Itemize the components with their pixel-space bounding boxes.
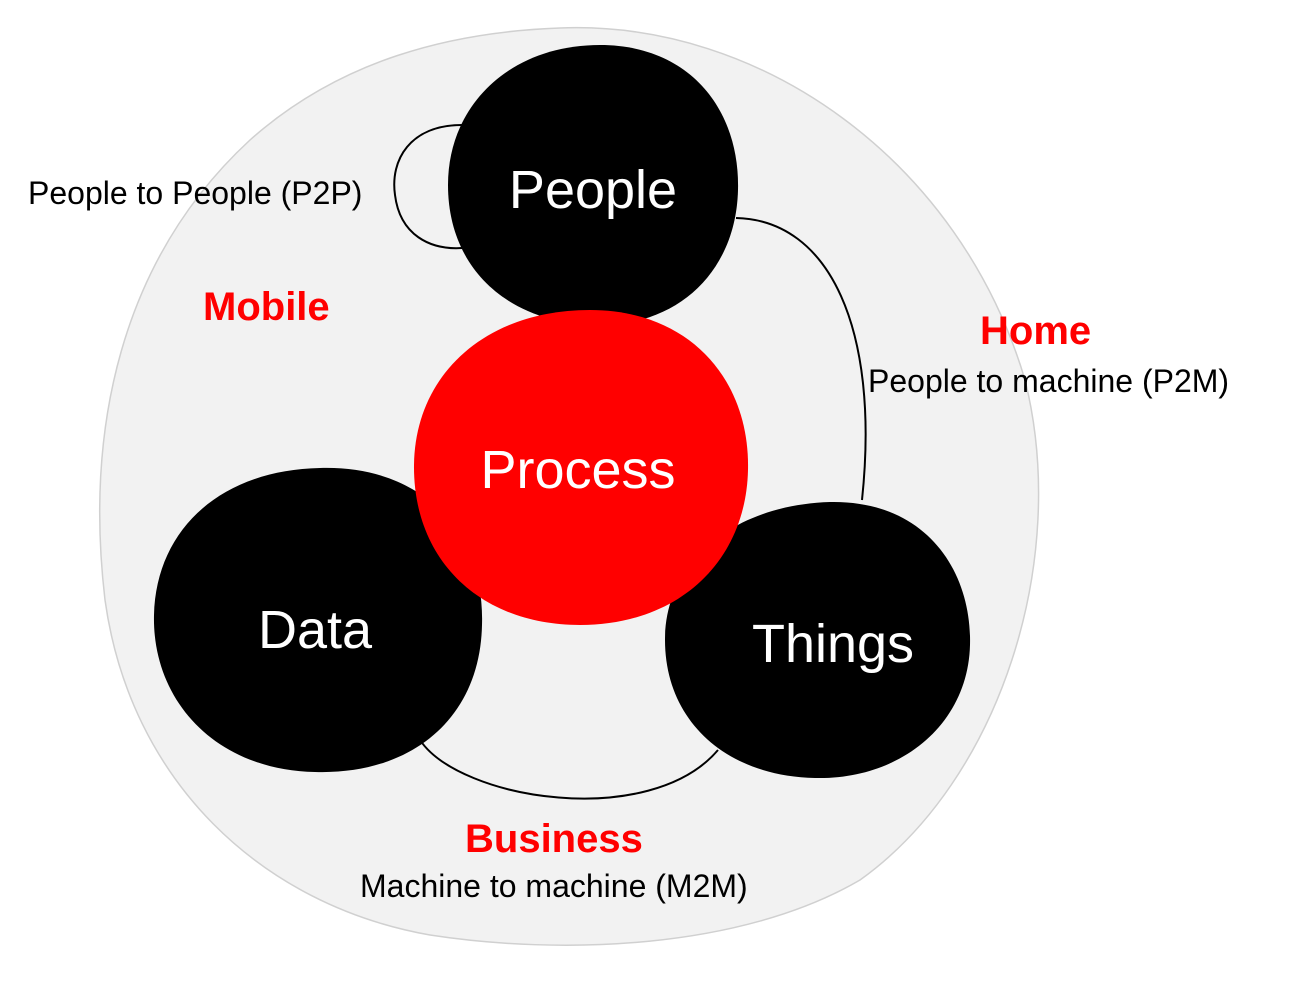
p2m-label: People to machine (P2M): [868, 363, 1229, 399]
business-label: Business: [465, 817, 643, 861]
data-label: Data: [258, 600, 373, 660]
m2m-label: Machine to machine (M2M): [360, 868, 748, 904]
process-node: [413, 310, 749, 625]
people-node: [448, 45, 739, 325]
p2p-label: People to People (P2P): [28, 175, 362, 211]
mobile-label: Mobile: [203, 285, 330, 329]
m2m-connector: [419, 739, 719, 800]
people-label: People: [509, 160, 677, 220]
data-node: [153, 467, 483, 773]
process-label: Process: [480, 440, 675, 500]
things-node: [665, 501, 971, 779]
things-label: Things: [752, 614, 914, 674]
p2m-connector: [735, 217, 867, 501]
p2p-loop: [393, 124, 463, 250]
home-label: Home: [980, 309, 1091, 353]
